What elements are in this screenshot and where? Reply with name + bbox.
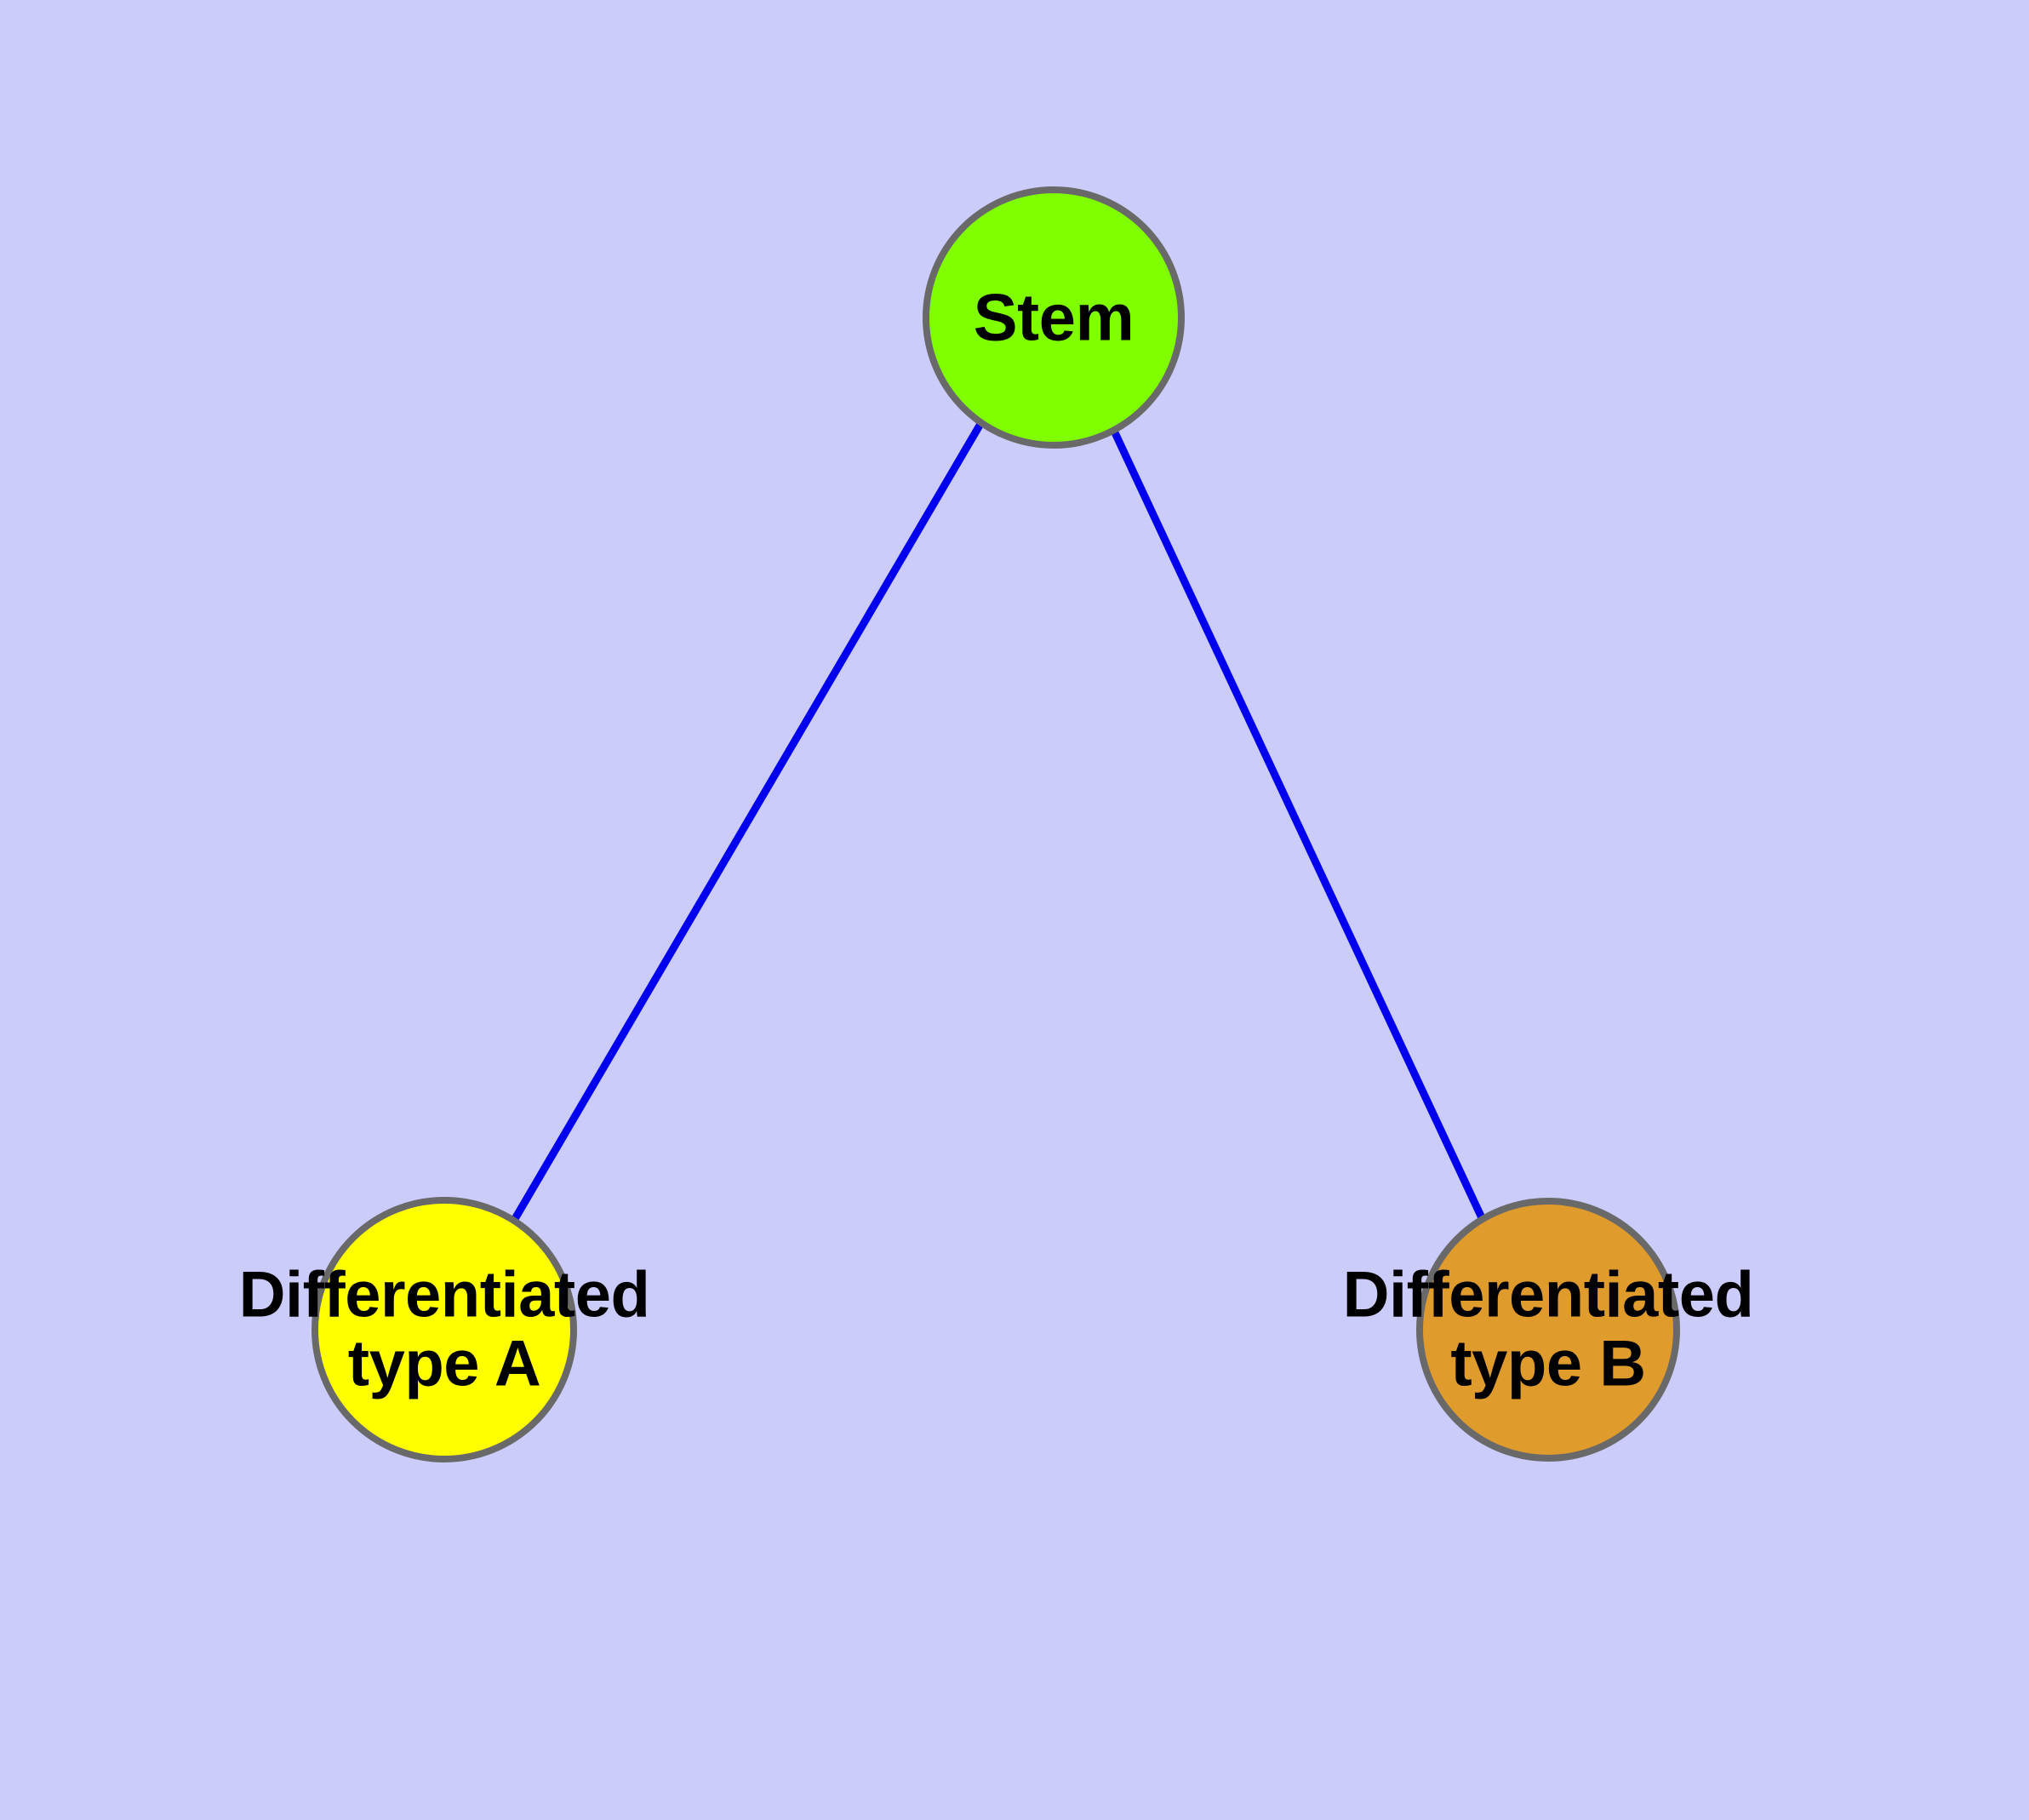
node-stem[interactable] (923, 186, 1185, 449)
edge-stem-to-differentiated-type-a[interactable] (509, 421, 984, 1226)
nodes-group (311, 186, 1680, 1462)
edge-stem-to-differentiated-type-b[interactable] (1109, 427, 1489, 1225)
node-differentiated-type-b[interactable] (1416, 1198, 1680, 1462)
edges-group (509, 421, 1489, 1226)
node-differentiated-type-a[interactable] (311, 1197, 577, 1462)
